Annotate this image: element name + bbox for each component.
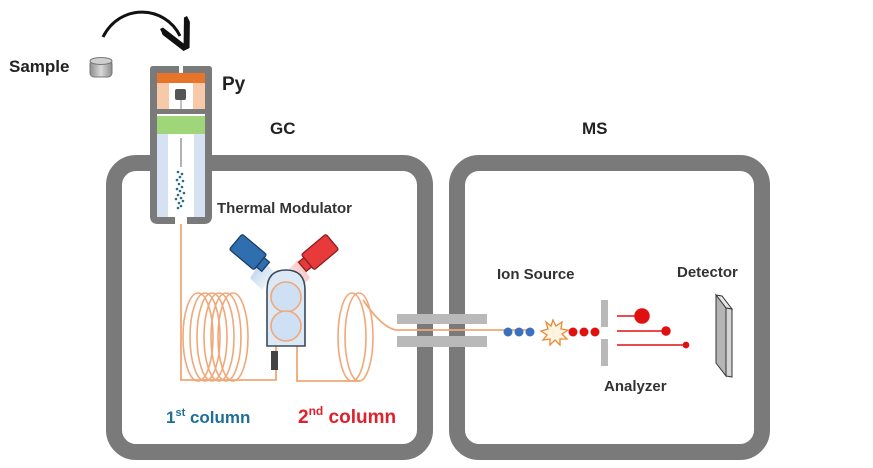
- ions: [568, 327, 600, 337]
- ion: [568, 327, 578, 337]
- detector-plate: [714, 293, 734, 378]
- ms-chamber: [449, 155, 770, 460]
- capillary-transfer: [362, 299, 530, 331]
- thermal-modulator-label: Thermal Modulator: [217, 200, 352, 217]
- pyrolysate-particles: [174, 170, 186, 210]
- first-column-label: 1st column: [166, 407, 250, 427]
- pyrolyzer-heater: [157, 73, 205, 83]
- column-connector: [271, 351, 278, 370]
- ion: [590, 327, 600, 337]
- analyzer-label: Analyzer: [604, 378, 667, 395]
- sample-label: Sample: [9, 57, 69, 76]
- ms-label: MS: [582, 119, 608, 138]
- connector-upper-plate: [397, 314, 487, 324]
- neutral-molecule: [503, 327, 513, 337]
- ion: [579, 327, 589, 337]
- detector-label: Detector: [677, 264, 738, 281]
- hot-jet-nozzle: [297, 234, 339, 273]
- light-ion: [682, 341, 690, 349]
- pyrolyzer-liner: [157, 116, 205, 134]
- sample-transfer-arrow-icon: [101, 10, 180, 37]
- ionization-burst-icon: [539, 318, 570, 347]
- neutral-molecule: [525, 327, 535, 337]
- pyrolyzer-label: Py: [222, 74, 246, 95]
- cold-jet-nozzle: [229, 234, 271, 273]
- analyzer-slit: [601, 300, 608, 366]
- second-column-coil: [337, 292, 374, 382]
- ion-source-label: Ion Source: [497, 266, 575, 283]
- transfer-line-connector: [397, 314, 487, 347]
- neutral-molecules: [503, 327, 535, 337]
- first-column-coil: [182, 292, 249, 382]
- neutral-molecule: [514, 327, 524, 337]
- ms-chamber-frame: [449, 155, 770, 460]
- second-column-label: 2nd column: [298, 404, 396, 428]
- thermal-modulator: [229, 234, 339, 370]
- heavy-ion: [634, 308, 650, 324]
- sample-cup: [175, 89, 186, 100]
- connector-lower-plate: [397, 336, 487, 347]
- sample-vial-icon: [89, 57, 113, 78]
- medium-ion: [661, 326, 671, 336]
- pyrolyzer: [150, 66, 212, 224]
- gc-label: GC: [270, 119, 296, 138]
- ion-trajectories: [617, 308, 690, 349]
